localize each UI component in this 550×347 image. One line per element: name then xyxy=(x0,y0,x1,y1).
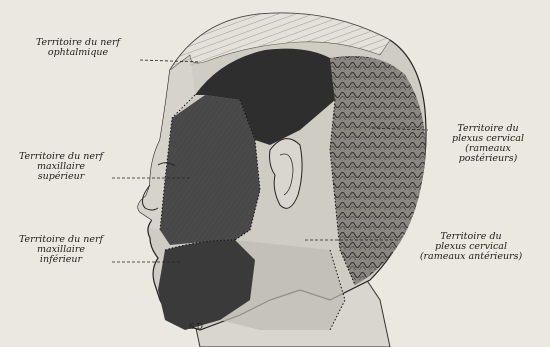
label-ophthalmic: Territoire du nerf ophtalmique xyxy=(14,38,142,58)
label-maxillary-inferior: Territoire du nerf maxillaire inférieur xyxy=(6,235,116,265)
label-maxillary-superior: Territoire du nerf maxillaire supérieur xyxy=(6,152,116,182)
artist-signature: S.D. xyxy=(182,322,212,332)
label-cervical-anterior: Territoire du plexus cervical (rameaux a… xyxy=(396,232,546,262)
label-cervical-posterior: Territoire du plexus cervical (rameaux p… xyxy=(430,124,546,164)
